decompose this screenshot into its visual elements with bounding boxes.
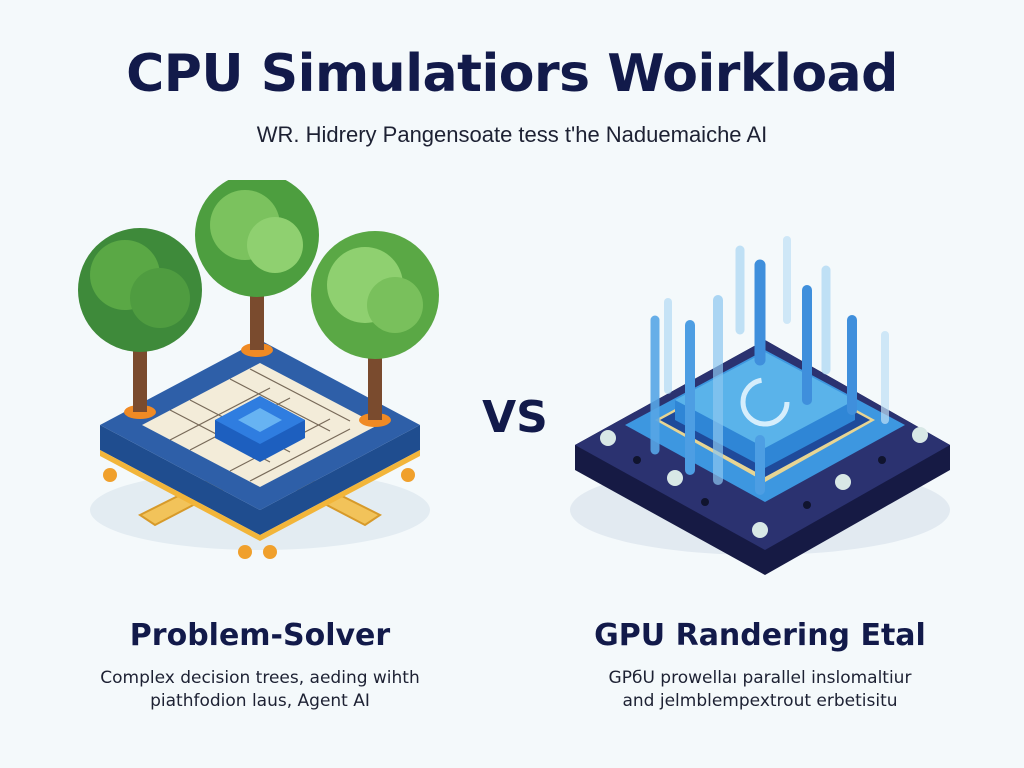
vs-label: VS	[482, 392, 548, 443]
gpu-description-line-1: GPбU prowellaı parallel inslomaltiur	[608, 668, 912, 688]
cpu-caption: Problem-Solver Complex decision trees, a…	[80, 618, 440, 713]
cpu-caption-title: Problem-Solver	[129, 618, 391, 653]
cpu-caption-description: Complex decision trees, aeding wihth pia…	[80, 667, 440, 713]
page-title: CPU Simulatiors Woirkload	[126, 44, 898, 104]
gpu-caption-description: GPбU prowellaı parallel inslomaltiur and…	[560, 667, 960, 713]
gpu-caption-title: GPU Randering Etal	[594, 618, 926, 653]
gpu-caption: GPU Randering Etal GPбU prowellaı parall…	[560, 618, 960, 713]
cpu-chip-with-trees-icon	[78, 180, 439, 559]
cpu-description-line-2: piathfodion laus, Agent AI	[150, 691, 370, 711]
page-subtitle: WR. Hidrery Pangensoate tess t'he Naduem…	[256, 122, 768, 147]
gpu-chip-with-data-beams-icon	[570, 236, 950, 575]
cpu-description-line-1: Complex decision trees, aeding wihth	[100, 668, 420, 688]
gpu-description-line-2: and jelmblempextrout erbetisitu	[622, 691, 898, 711]
